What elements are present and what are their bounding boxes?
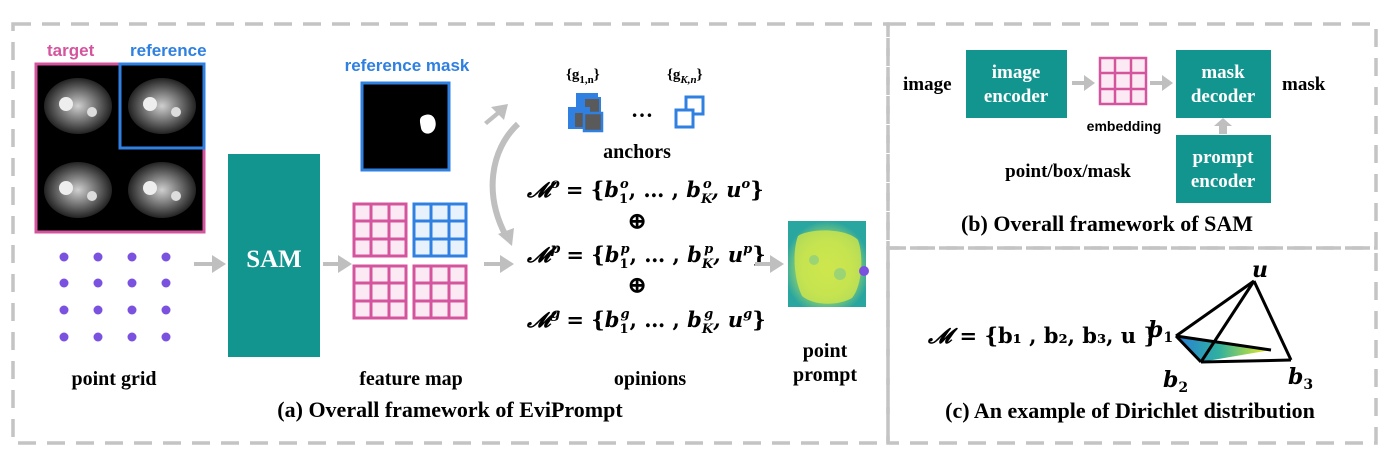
- prompt-types-label: point/box/mask: [1005, 161, 1131, 182]
- panel-c-caption: (c) An example of Dirichlet distribution: [945, 398, 1315, 423]
- panel-b-border: [886, 22, 1378, 250]
- sam-label: SAM: [246, 246, 302, 273]
- reference-label: reference: [130, 41, 207, 60]
- oplus-2: ⊕: [627, 270, 647, 299]
- simplex-face: [1176, 336, 1271, 362]
- simplex-edges: [1174, 279, 1293, 364]
- arrow-encoder-to-embedding: [1072, 75, 1095, 91]
- target-label: target: [47, 41, 95, 60]
- ct-slice-4: [128, 162, 196, 218]
- feature-map: [352, 202, 468, 320]
- anchor-icon-left: [568, 93, 604, 133]
- oplus-1: ⊕: [627, 206, 647, 235]
- image-encoder-line2: encoder: [984, 86, 1049, 107]
- ct-image-grid: [34, 62, 206, 234]
- arrow-to-sam: [194, 255, 226, 273]
- opinion-g-formula: 𝓜g= {b1g, … , bKg, ug}: [526, 306, 766, 337]
- embedding-grid: [1098, 56, 1148, 106]
- feature-grid-pink-3: [412, 264, 468, 320]
- arrow-to-opinions: [484, 255, 514, 273]
- dirichlet-formula: 𝓜= {b₁ , b₂, b₃, u }: [927, 323, 1157, 348]
- sam-box: [228, 154, 320, 357]
- panel-c: 𝓜= {b₁ , b₂, b₃, u } u b1 b2 b3 (c) An e…: [927, 257, 1315, 423]
- vertex-u-label: u: [1252, 257, 1268, 283]
- prompt-encoder-box: [1176, 135, 1271, 203]
- prompt-encoder-line1: prompt: [1193, 147, 1255, 168]
- point-grid-label: point grid: [71, 368, 156, 390]
- mask-decoder-line2: decoder: [1191, 86, 1256, 107]
- point-grid: [59, 252, 171, 342]
- curved-arrow: [489, 121, 521, 238]
- feature-grid-pink-1: [352, 202, 408, 258]
- vertex-b3-label: b3: [1288, 364, 1313, 393]
- ct-slice-3: [44, 162, 112, 218]
- image-encoder-line1: image: [992, 62, 1041, 83]
- opinion-p-formula: 𝓜p= {b1p, … , bKp, up}: [526, 241, 766, 272]
- panel-a: target reference point grid: [34, 41, 869, 422]
- anchors-label: anchors: [603, 141, 671, 163]
- mask-blob: [419, 114, 436, 134]
- arrow-prompt-to-decoder: [1214, 118, 1232, 134]
- vertex-b2-label: b2: [1163, 367, 1188, 396]
- panel-c-border: [886, 246, 1378, 445]
- ct-slice-1: [44, 78, 112, 134]
- prompt-encoder-line2: encoder: [1191, 171, 1256, 192]
- image-encoder-box: [966, 50, 1067, 118]
- vertex-b1-label: b1: [1148, 317, 1173, 346]
- panel-b: image image encoder embedding mask decod…: [903, 50, 1326, 236]
- ct-slice-2: [128, 78, 196, 134]
- panel-a-caption: (a) Overall framework of EviPrompt: [277, 397, 623, 422]
- mask-decoder-box: [1176, 50, 1271, 118]
- feature-grid-pink-2: [352, 264, 408, 320]
- feature-grid-blue: [412, 202, 468, 258]
- reference-outline: [118, 62, 206, 150]
- arrow-embedding-to-decoder: [1150, 75, 1173, 91]
- arrow-to-anchors: [484, 104, 508, 125]
- anchor-right-label: {gK,n}: [667, 67, 703, 86]
- prompt-point: [859, 266, 869, 276]
- reference-mask-label: reference mask: [345, 56, 470, 75]
- image-input-label: image: [903, 74, 952, 95]
- point-prompt-label-2: prompt: [793, 364, 857, 386]
- panel-borders: [11, 22, 1378, 445]
- arrow-to-point-prompt: [755, 255, 784, 273]
- opinions-label: opinions: [614, 368, 686, 390]
- panel-b-caption: (b) Overall framework of SAM: [961, 211, 1253, 236]
- panel-a-border: [11, 22, 890, 445]
- point-prompt-label-1: point: [803, 340, 848, 362]
- feature-map-label: feature map: [359, 368, 463, 390]
- anchor-left-label: {g1,n}: [566, 67, 600, 86]
- embedding-label: embedding: [1087, 118, 1162, 134]
- mask-output-label: mask: [1282, 74, 1326, 95]
- reference-mask-image: [360, 81, 451, 172]
- anchors-ellipsis: …: [631, 97, 653, 122]
- opinion-o-formula: 𝓜o= {b1o, … , bKo, uo}: [526, 176, 764, 207]
- arrow-to-feature-map: [323, 255, 352, 273]
- anchor-icon-right: [674, 95, 705, 129]
- mask-decoder-line1: mask: [1201, 62, 1245, 83]
